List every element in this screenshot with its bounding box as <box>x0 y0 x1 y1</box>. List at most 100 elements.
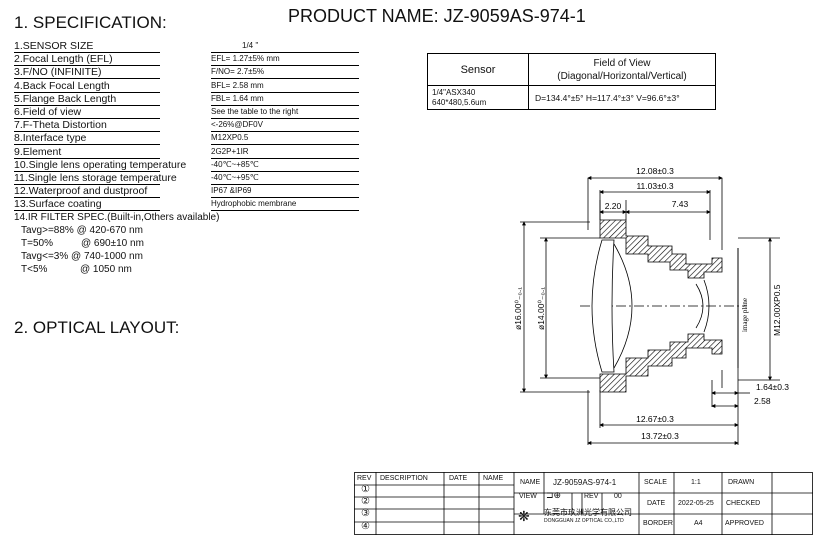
spec-value-underline <box>211 144 359 146</box>
dim-2-20: 2.20 <box>605 201 622 211</box>
dim-12-08: 12.08±0.3 <box>636 166 674 176</box>
spec-label: 10.Single lens operating temperature <box>14 158 187 171</box>
spec-value: IP67 &IP69 <box>211 186 252 196</box>
spec-label: 1.SENSOR SIZE <box>14 40 94 52</box>
ir-line-4b: @ 1050 nm <box>80 264 132 275</box>
spec-row: 3.F/NO (INFINITE) F/NO= 2.7±5% <box>14 66 359 80</box>
spec-value: EFL= 1.27±5% mm <box>211 54 280 64</box>
spec-row: 8.Interface type M12XP0.5 <box>14 132 359 146</box>
spec-value-underline <box>211 210 359 212</box>
ir-line-4a: T<5% <box>21 264 48 275</box>
tb-rev-4: ④ <box>361 521 370 532</box>
tb-name-header: NAME <box>483 475 504 482</box>
tb-rev-1: ① <box>361 484 370 495</box>
image-plane-label: image plane <box>741 298 749 332</box>
spec-value-underline <box>211 52 359 53</box>
dim-m12-thread: M12.00XP0.5 <box>772 284 782 336</box>
spec-value: BFL= 2.58 mm <box>211 80 264 90</box>
fov-header-line-2: (Diagonal/Horizontal/Vertical) <box>557 70 687 82</box>
spec-value-underline <box>211 118 359 119</box>
spec-row: 11.Single lens storage temperature-40℃~+… <box>14 172 359 185</box>
spec-underline <box>14 78 160 80</box>
spec-heading: 1. SPECIFICATION: <box>14 13 167 32</box>
fov-sensor-cell: 1/4"ASX340 640*480,5.6um <box>427 85 529 110</box>
spec-underline <box>14 52 160 53</box>
spec-row: 9.Element 2G2P+1IR <box>14 145 359 159</box>
spec-underline <box>14 210 160 212</box>
dim-dia-16: ø16.00⁰₋₀.₁ <box>513 287 523 330</box>
spec-value: -40℃~+85℃ <box>211 159 259 169</box>
tb-view-label: VIEW <box>519 493 537 500</box>
ir-line-1: Tavg>=88% @ 420-670 nm <box>21 225 143 236</box>
spec-label: 3.F/NO (INFINITE) <box>14 66 102 79</box>
dim-11-03: 11.03±0.3 <box>636 181 673 191</box>
ir-filter-title: 14.IR FILTER SPEC.(Built-in,Others avail… <box>14 212 220 223</box>
spec-value: <-26%@DF0V <box>211 120 263 130</box>
spec-value: See the table to the right <box>211 107 299 116</box>
spec-underline <box>14 104 160 106</box>
spec-row: 5.Flange Back Length FBL= 1.64 mm <box>14 92 359 106</box>
tb-rev2-value: 00 <box>614 493 622 500</box>
spec-label: 8.Interface type <box>14 132 87 145</box>
spec-label: 2.Focal Length (EFL) <box>14 53 113 66</box>
spec-value: M12XP0.5 <box>211 133 249 143</box>
tb-company-cn: 东莞市玖洲光学有限公司 <box>544 508 632 517</box>
spec-label: 5.Flange Back Length <box>14 92 117 105</box>
tb-checked-label: CHECKED <box>726 500 761 507</box>
spec-value-underline <box>211 157 359 159</box>
tb-rev-header: REV <box>357 475 372 482</box>
spec-underline <box>14 157 160 159</box>
spec-underline <box>14 197 160 199</box>
spec-underline <box>14 144 160 146</box>
spec-value-underline <box>211 78 359 80</box>
spec-value: -40℃~+95℃ <box>211 173 259 182</box>
tb-scale-value: 1:1 <box>691 479 701 486</box>
tb-name-value: JZ-9059AS-974-1 <box>553 478 617 487</box>
ir-line-2b: @ 690±10 nm <box>81 238 144 249</box>
spec-value: Hydrophobic membrane <box>211 199 297 209</box>
fov-sensor-res: 640*480,5.6um <box>432 97 487 107</box>
tb-rev2-label: REV <box>584 493 599 500</box>
spec-underline <box>14 131 160 133</box>
spec-value-underline <box>211 131 359 133</box>
spec-label: 7.F-Theta Distortion <box>14 119 107 132</box>
lens-cross-section-drawing: 12.08±0.3 11.03±0.3 2.20 7.43 ø16.00⁰₋₀.… <box>513 166 789 445</box>
spec-label: 13.Surface coating <box>14 198 102 211</box>
fov-table: Sensor Field of View (Diagonal/Horizonta… <box>427 53 716 110</box>
tb-description-header: DESCRIPTION <box>380 475 428 482</box>
spec-row: 6.Field of view See the table to the righ… <box>14 106 359 119</box>
tb-scale-label: SCALE <box>644 479 667 486</box>
spec-value: 2G2P+1IR <box>211 146 249 156</box>
tb-date-label: DATE <box>647 500 666 507</box>
spec-value: F/NO= 2.7±5% <box>211 67 265 77</box>
spec-value-underline <box>211 197 359 199</box>
fov-header-fov: Field of View (Diagonal/Horizontal/Verti… <box>528 53 716 86</box>
spec-underline <box>14 184 160 185</box>
tb-rev-3: ③ <box>361 508 370 519</box>
tb-border-label: BORDER <box>643 520 673 527</box>
ir-line-2a: T=50% <box>21 238 53 249</box>
spec-underline <box>14 65 160 67</box>
spec-label: 6.Field of view <box>14 106 82 118</box>
spec-value-underline <box>211 170 359 172</box>
spec-label: 9.Element <box>14 145 62 158</box>
spec-value-underline <box>211 65 359 67</box>
tb-date-value: 2022-05-25 <box>678 500 714 507</box>
spec-underline <box>14 91 160 93</box>
spec-underline <box>14 170 160 172</box>
fov-header-line-1: Field of View <box>593 57 651 69</box>
spec-row: 7.F-Theta Distortion <-26%@DF0V <box>14 119 359 133</box>
spec-row: 13.Surface coating Hydrophobic membrane <box>14 198 359 212</box>
dim-7-43: 7.43 <box>672 199 689 209</box>
ir-line-3: Tavg<=3% @ 740-1000 nm <box>21 251 143 262</box>
fov-value-cell: D=134.4°±5° H=117.4°±3° V=96.6°±3° <box>528 85 716 110</box>
spec-value: FBL= 1.64 mm <box>211 93 264 103</box>
spec-label: 4.Back Focal Length <box>14 79 110 92</box>
dim-12-67: 12.67±0.3 <box>636 414 674 424</box>
layout-heading: 2. OPTICAL LAYOUT: <box>14 318 180 337</box>
tb-company-en: DONGGUAN JZ OPTICAL CO.,LTD <box>544 518 624 524</box>
spec-row: 4.Back Focal Length BFL= 2.58 mm <box>14 79 359 93</box>
company-logo-icon: ❋ <box>518 508 530 524</box>
